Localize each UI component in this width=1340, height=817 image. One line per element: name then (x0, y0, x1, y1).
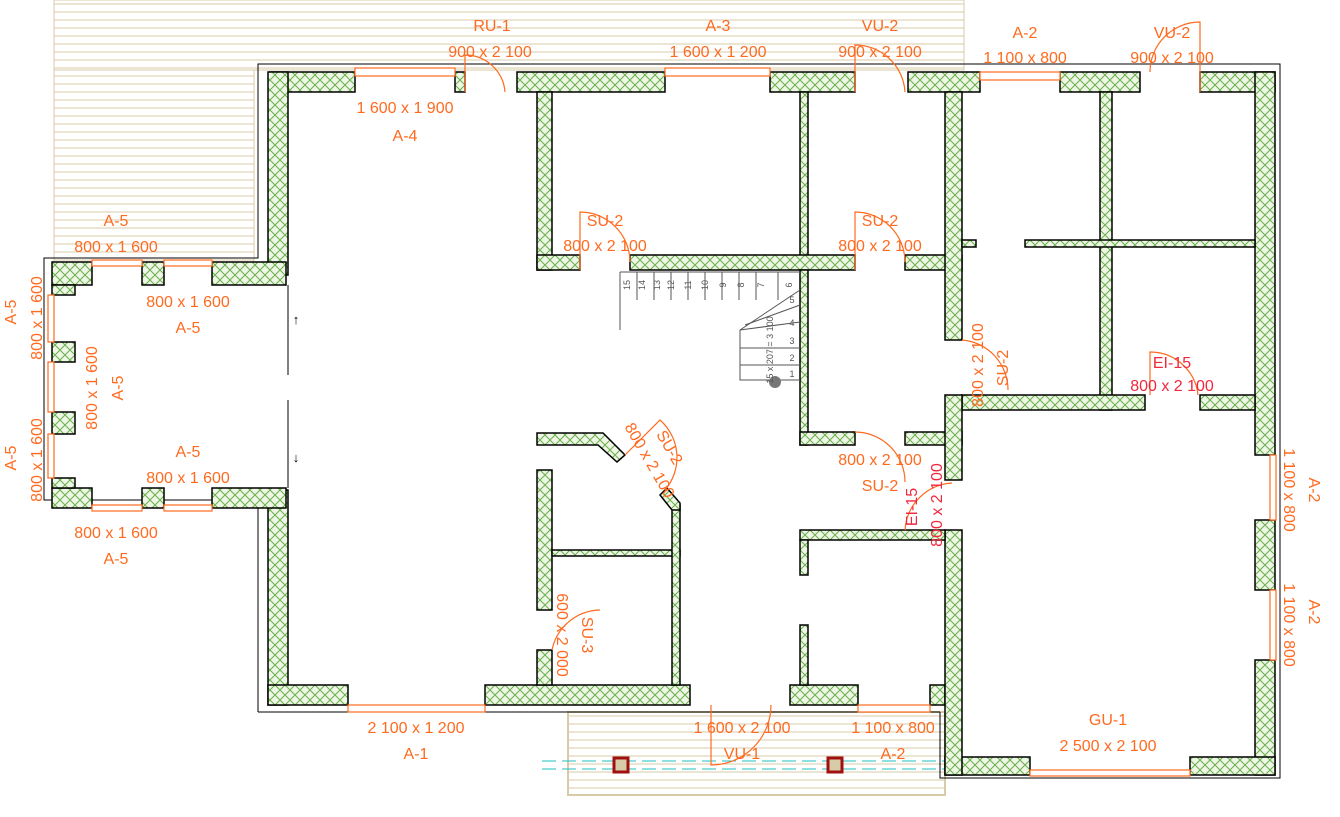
arrow-down-icon: ↓ (293, 450, 300, 465)
terrace-bottom (567, 711, 946, 796)
stair-step-8: 8 (736, 282, 746, 287)
opening-code: A-3 (706, 18, 731, 35)
opening-size: 2 500 x 2 100 (1060, 738, 1157, 755)
opening-size: 800 x 1 600 (29, 276, 46, 360)
stair-start-dot (769, 376, 781, 388)
opening-code: A-5 (104, 551, 129, 568)
column-icon (612, 756, 844, 774)
terrace-top (53, 0, 965, 263)
opening-code: A-1 (404, 746, 429, 763)
stair-step-5: 5 (789, 295, 794, 305)
opening-size: 800 x 1 600 (146, 294, 230, 311)
opening-code: VU-2 (862, 18, 899, 35)
opening-code: GU-1 (1089, 712, 1127, 729)
opening-code: A-5 (176, 444, 201, 461)
stair-formula: 15 x 207 = 3 100 (765, 316, 775, 383)
opening-size: 800 x 1 600 (29, 418, 46, 502)
stair-step-7: 7 (756, 282, 766, 287)
fire-door-code: EI-15 (904, 488, 921, 526)
opening-code: A-4 (393, 128, 418, 145)
opening-size: 900 x 2 100 (838, 44, 922, 61)
opening-size: 900 x 2 100 (1130, 50, 1214, 67)
door-swings (464, 21, 1201, 766)
fire-door-size: 800 x 2 100 (929, 463, 946, 547)
opening-size: 1 600 x 1 900 (357, 100, 454, 117)
stair-step-14: 14 (637, 280, 647, 290)
opening-size: 1 600 x 1 200 (670, 44, 767, 61)
arrow-up-icon: ↑ (293, 312, 300, 327)
stair-step-15: 15 (622, 280, 632, 290)
opening-code: A-2 (881, 746, 906, 763)
opening-size: 800 x 1 600 (74, 525, 158, 542)
opening-size: 2 100 x 1 200 (368, 720, 465, 737)
stair-step-10: 10 (700, 280, 710, 290)
opening-size: 1 100 x 800 (1280, 448, 1297, 532)
opening-size: 800 x 1 600 (74, 239, 158, 256)
opening-size: 800 x 2 100 (970, 323, 987, 407)
opening-size: 800 x 1 600 (146, 470, 230, 487)
stair-step-1: 1 (789, 369, 794, 379)
stair-step-2: 2 (789, 353, 794, 363)
staircase: 1 2 3 4 5 6 7 8 9 10 11 12 13 14 15 15 x… (619, 271, 801, 388)
fire-door-code: EI-15 (1153, 355, 1191, 372)
opening-code: SU-2 (995, 350, 1012, 387)
stair-step-4: 4 (789, 318, 794, 328)
stair-step-11: 11 (683, 280, 693, 289)
opening-size: 800 x 2 100 (838, 452, 922, 469)
windows (47, 67, 1277, 777)
opening-size: 1 100 x 800 (983, 50, 1067, 67)
opening-size: 800 x 2 100 (563, 238, 647, 255)
opening-size: 600 x 2 000 (553, 593, 570, 677)
opening-code: A-5 (110, 375, 127, 400)
opening-code: A-5 (3, 445, 20, 470)
opening-code: VU-1 (724, 746, 761, 763)
opening-size: 800 x 1 600 (84, 346, 101, 430)
stair-step-6: 6 (784, 282, 794, 287)
beam-line (542, 760, 945, 770)
opening-code: VU-2 (1154, 25, 1191, 42)
opening-code: A-5 (3, 299, 20, 324)
opening-size: 900 x 2 100 (448, 44, 532, 61)
opening-code: A-2 (1305, 600, 1322, 625)
opening-code: A-2 (1305, 478, 1322, 503)
walls (51, 71, 1276, 776)
stair-step-9: 9 (718, 282, 728, 287)
opening-size: 1 100 x 800 (1280, 583, 1297, 667)
opening-code: SU-2 (587, 213, 624, 230)
opening-code: SU-3 (578, 617, 595, 654)
opening-code: SU-2 (862, 478, 899, 495)
opening-code: A-5 (176, 320, 201, 337)
opening-code: A-2 (1013, 25, 1038, 42)
opening-size: 1 600 x 2 100 (694, 720, 791, 737)
opening-size: 1 100 x 800 (851, 720, 935, 737)
opening-size: 800 x 2 100 (838, 238, 922, 255)
opening-code: SU-2 (862, 213, 899, 230)
opening-code: RU-1 (473, 18, 510, 35)
stair-step-12: 12 (666, 280, 676, 290)
fire-door-size: 800 x 2 100 (1130, 378, 1214, 395)
stair-step-3: 3 (789, 336, 794, 346)
stair-step-13: 13 (652, 280, 662, 290)
opening-code: A-5 (104, 213, 129, 230)
